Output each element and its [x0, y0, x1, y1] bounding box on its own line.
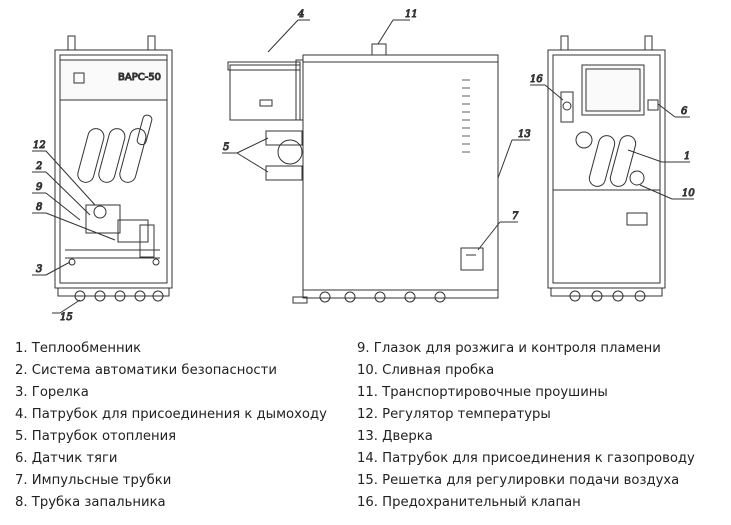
side-view: 4 11 5 13 7: [222, 9, 531, 304]
legend-item: 9. Глазок для розжига и контроля пламени: [357, 341, 661, 356]
callout-16: 16: [530, 74, 543, 85]
legend-item: 7. Импульсные трубки: [15, 473, 172, 488]
legend-item: 11. Транспортировочные проушины: [357, 385, 608, 400]
legend-item: 1. Теплообменник: [15, 341, 142, 356]
flue-window-icon: [259, 99, 273, 107]
callout-3: 3: [36, 264, 42, 275]
legend-item: 12. Регулятор температуры: [357, 407, 551, 422]
callout-5: 5: [223, 142, 229, 153]
callout-1: 1: [684, 151, 690, 162]
legend-item: 2. Система автоматики безопасности: [15, 363, 277, 378]
callout-10: 10: [682, 188, 695, 199]
burner-assembly: [65, 204, 160, 266]
front-view: ВАРС-50: [32, 35, 173, 324]
legend-item: 5. Патрубок отопления: [15, 429, 177, 444]
legend-item: 4. Патрубок для присоединения к дымоходу: [15, 407, 327, 422]
callout-15: 15: [60, 312, 73, 323]
legend-item: 10. Сливная пробка: [357, 363, 495, 378]
panel-label: ВАРС-50: [118, 72, 161, 83]
rear-view: 16 6 1 10: [530, 35, 696, 302]
callout-6: 6: [681, 106, 688, 117]
legend-left-column: 1. Теплообменник 2. Система автоматики б…: [15, 338, 327, 514]
side-grid-circles: [319, 291, 446, 303]
callout-8: 8: [36, 202, 42, 213]
indicator-icon: [73, 72, 85, 84]
legend-right-column: 9. Глазок для розжига и контроля пламени…: [357, 338, 695, 514]
legend-item: 6. Датчик тяги: [15, 451, 118, 466]
legend-item: 8. Трубка запальника: [15, 495, 166, 510]
legend-item: 16. Предохранительный клапан: [357, 495, 581, 510]
callout-12: 12: [33, 140, 46, 151]
side-vents: [462, 79, 470, 153]
callout-11: 11: [405, 9, 418, 20]
legend-item: 3. Горелка: [15, 385, 89, 400]
callout-9: 9: [36, 182, 43, 193]
callout-13: 13: [518, 129, 531, 140]
legend-item: 15. Решетка для регулировки подачи возду…: [357, 473, 680, 488]
rear-grid-circles: [569, 290, 646, 302]
callout-7: 7: [512, 211, 519, 222]
air-grid-circles: [74, 290, 164, 302]
legend-item: 13. Дверка: [357, 429, 433, 444]
boiler-technical-drawing: ВАРС-50: [32, 9, 696, 324]
callout-2: 2: [35, 161, 42, 172]
callout-4: 4: [297, 9, 304, 20]
legend-item: 14. Патрубок для присоединения к газопро…: [357, 451, 695, 466]
heat-exchanger-tubes: [77, 114, 153, 183]
